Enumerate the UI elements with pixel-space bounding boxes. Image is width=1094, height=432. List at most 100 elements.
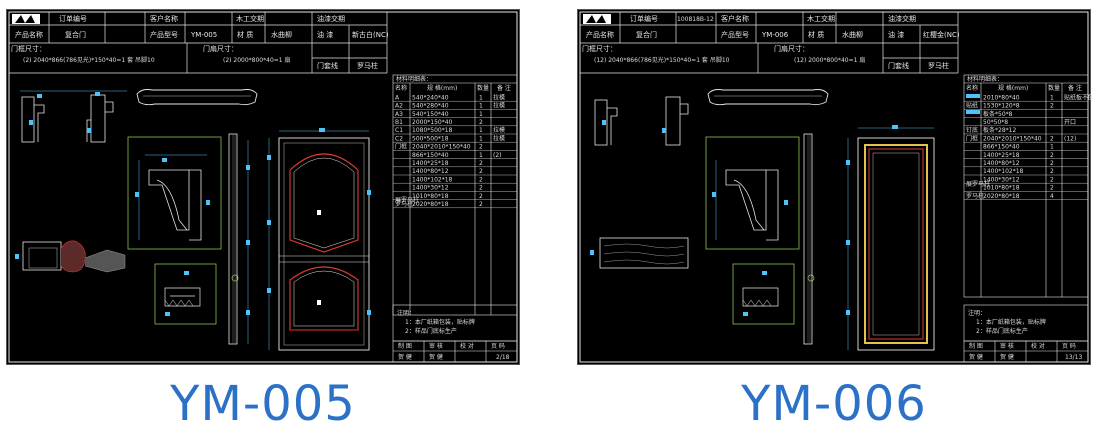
materials-cell: 1 — [479, 127, 483, 134]
footer-label-review: 审 核 — [1000, 342, 1014, 350]
materials-cell: 板条*28*12 — [983, 126, 1016, 134]
footer-value-page: 13/13 — [1065, 354, 1082, 361]
footer-value-drawn: 贺 健 — [398, 353, 412, 361]
top-moulding-profile — [136, 89, 258, 106]
footer-label-page: 页 码 — [491, 342, 505, 350]
trim-label: 门套线 — [888, 61, 909, 70]
product-model-value: YM-005 — [190, 31, 217, 39]
product-model-label: 产品型号 — [150, 30, 178, 39]
cad-drawing: 订单编号 100818B-12 客户名称 木工交期 油漆交期 产品名称 复合门 … — [579, 11, 1092, 363]
materials-cell: 1 — [1050, 94, 1054, 101]
materials-cell: 1080*500*18 — [412, 127, 453, 134]
frame-size-label: 门框尺寸： — [11, 44, 46, 53]
materials-cell: 拉模 — [493, 134, 505, 142]
materials-cell: 门框 — [966, 134, 978, 142]
order-label: 订单编号 — [59, 14, 87, 23]
detail-box-hinge — [732, 263, 795, 325]
leaf-size-value: (12) 2000*800*40=1 扇 — [794, 56, 865, 64]
materials-cell: 2 — [479, 193, 483, 200]
order-value: 100818B-12 — [677, 16, 714, 23]
detail-box-profile — [705, 136, 800, 250]
footer-label-drawn: 制 图 — [398, 342, 412, 350]
materials-cell: 2040*2010*150*40 — [983, 135, 1042, 142]
product-name-label: 产品名称 — [15, 30, 43, 39]
footer-label-drawn: 制 图 — [969, 342, 983, 350]
moulding-section-detail — [599, 237, 689, 269]
materials-header-qty: 数量 — [477, 84, 489, 92]
footer-value-review: 贺 健 — [429, 353, 443, 361]
detail-box-hinge — [154, 263, 217, 325]
materials-cell: 50*50*8 — [983, 119, 1008, 126]
frame-size-value: (12) 2040*866(786见光)*150*40=1 套 吊脚10 — [594, 56, 730, 64]
materials-header-qty: 数量 — [1048, 84, 1060, 92]
frame-size-value: (2) 2040*866(786见光)*150*40=1 套 吊脚10 — [23, 56, 155, 64]
materials-cell: 2 — [479, 160, 483, 167]
material-value: 水曲柳 — [842, 30, 863, 39]
materials-cell: C1 — [395, 127, 403, 134]
drawing-sheet-ym-005: 订单编号 客户名称 木工交期 油漆交期 产品名称 复合门 产品型号 YM-005… — [6, 9, 520, 365]
order-label: 订单编号 — [630, 14, 658, 23]
materials-cell: 2 — [479, 201, 483, 208]
materials-cell: 2020*80*18 — [983, 193, 1020, 200]
materials-cell: 2 — [1050, 176, 1054, 183]
client-value: 木工交期 — [807, 14, 835, 23]
materials-cell: 2 — [479, 119, 483, 126]
materials-cell: 1 — [479, 152, 483, 159]
materials-cell: 1 — [479, 94, 483, 101]
footer-value-drawn: 贺 健 — [969, 353, 983, 361]
client-label: 客户名称 — [721, 14, 749, 23]
material-value: 水曲柳 — [271, 30, 292, 39]
materials-cell: A3 — [395, 111, 403, 118]
product-model-label: 产品型号 — [721, 30, 749, 39]
materials-cell: (2) — [493, 152, 502, 159]
paint-label: 油 漆 — [317, 30, 333, 39]
materials-group-label: 展罗马柱 — [966, 180, 990, 188]
notes-title: 注明： — [968, 309, 986, 317]
materials-cell: 866*150*40 — [412, 152, 449, 159]
drawing-sheet-ym-006: 订单编号 100818B-12 客户名称 木工交期 油漆交期 产品名称 复合门 … — [577, 9, 1092, 365]
product-name-label: 产品名称 — [586, 30, 614, 39]
materials-header-spec: 规 格(mm) — [998, 84, 1028, 92]
materials-cell: 贴纸板不刨光 — [1064, 93, 1092, 101]
finish-date-label: 油漆交期 — [317, 14, 345, 23]
materials-cell: 2010*80*40 — [983, 94, 1020, 101]
materials-cell: 1400*102*18 — [983, 168, 1024, 175]
materials-cell: 1400*30*12 — [412, 185, 449, 192]
leaf-size-value: (2) 2000*800*40=1 扇 — [223, 56, 291, 64]
materials-cell: 2 — [1050, 135, 1054, 142]
materials-cell: 2 — [479, 144, 483, 151]
leaf-size-label: 门扇尺寸： — [774, 44, 809, 53]
door-leaf-elevation — [857, 137, 935, 351]
materials-cell: C2 — [395, 135, 403, 142]
footer-label-page: 页 码 — [1062, 342, 1076, 350]
materials-cell: 罗马柱 — [395, 200, 413, 208]
paint-label: 油 漆 — [888, 30, 904, 39]
materials-cell: A2 — [395, 103, 403, 110]
materials-cell: 540*150*40 — [412, 111, 449, 118]
material-label: 材 质 — [237, 30, 253, 39]
materials-cell: 1010*80*18 — [983, 185, 1020, 192]
materials-header-name: 名称 — [395, 84, 407, 92]
moulding-section-detail — [22, 241, 62, 271]
detail-box-profile — [127, 136, 222, 250]
client-label: 客户名称 — [150, 14, 178, 23]
materials-cell: 贴纸 — [966, 102, 978, 110]
materials-group-label: 展罗马柱 — [395, 196, 419, 204]
paint-value: 红樱金(NC) — [923, 30, 960, 39]
materials-cell: 1400*30*12 — [983, 176, 1020, 183]
materials-cell: 2 — [479, 176, 483, 183]
materials-title: 材料明细表： — [967, 75, 1003, 83]
materials-cell: 2020*80*18 — [412, 201, 449, 208]
materials-cell: 2 — [1050, 160, 1054, 167]
materials-header-name: 名称 — [966, 84, 978, 92]
materials-cell: 钉底 — [966, 126, 978, 134]
materials-cell: A — [395, 94, 400, 101]
trim-value: 罗马柱 — [928, 61, 949, 70]
materials-cell: 1 — [479, 111, 483, 118]
leaf-size-label: 门扇尺寸： — [203, 44, 238, 53]
client-value: 木工交期 — [236, 14, 264, 23]
materials-cell: (12) — [1064, 135, 1076, 142]
notes-line-2: 2：样品门底标生产 — [405, 327, 457, 335]
product-name-value: 复合门 — [636, 30, 657, 39]
frame-profile-section — [594, 96, 689, 146]
